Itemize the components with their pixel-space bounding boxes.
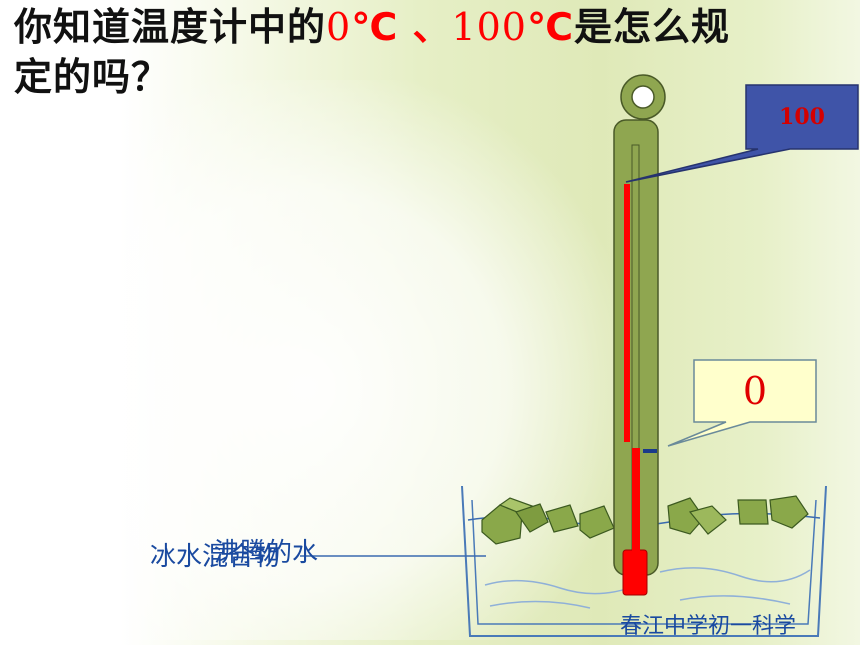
ice-water-label: 冰水混合物	[150, 542, 281, 572]
title-line2: 定的吗？	[14, 55, 171, 99]
ice-cube	[515, 503, 549, 533]
water-ripple	[484, 579, 641, 595]
background-glow	[100, 80, 620, 640]
ice-cube	[688, 505, 727, 535]
callout-0-label: 0	[742, 369, 768, 413]
thermometer-bulb	[622, 549, 648, 596]
callout-100-bubble	[625, 84, 859, 183]
school-footer: 春江中学初一科学	[620, 614, 797, 639]
callout-100-label: 100	[779, 104, 825, 130]
title-part2: 是怎么规	[574, 5, 731, 49]
ice-cube	[737, 499, 769, 525]
thermometer-ring-hole	[631, 85, 655, 109]
ice-cube	[545, 504, 579, 533]
zero-mark	[643, 449, 657, 453]
title-zero-number: 0	[326, 5, 352, 49]
water-ripple	[679, 595, 791, 605]
ice-cubes	[481, 495, 809, 545]
title-hundred-number: 100	[451, 5, 527, 49]
water-ripple	[659, 567, 811, 583]
title-separator: 、	[398, 5, 452, 49]
title-zero-unit: ℃	[351, 5, 399, 49]
beaker-inner	[471, 499, 817, 625]
beaker-outer	[461, 485, 827, 637]
ice-cube	[579, 505, 615, 539]
callout-0-bubble	[667, 359, 817, 447]
water-ripple	[489, 600, 591, 609]
liquid-column	[632, 448, 640, 552]
ice-cube	[769, 495, 809, 529]
boiling-level-indicator	[624, 184, 630, 442]
boiling-water-label: 沸腾的水	[214, 538, 319, 568]
ice-cube	[667, 497, 705, 535]
title-hundred-unit: ℃	[526, 5, 574, 49]
title-part1: 你知道温度计中的	[14, 5, 327, 49]
slide-title: 你知道温度计中的0℃ 、100℃是怎么规 定的吗？	[14, 2, 814, 102]
